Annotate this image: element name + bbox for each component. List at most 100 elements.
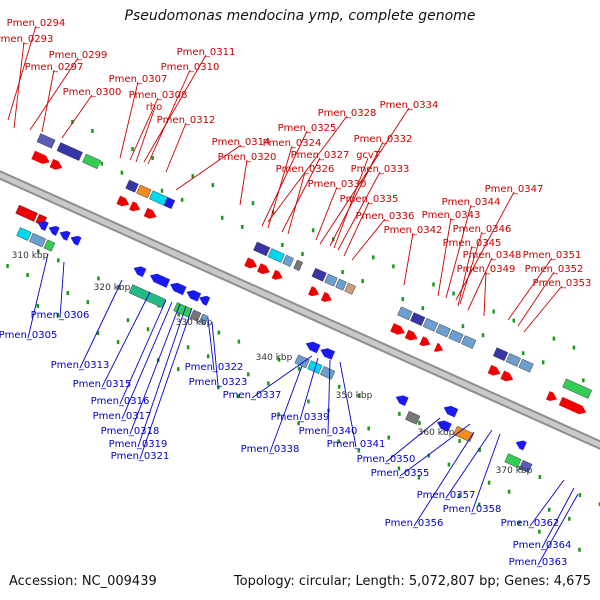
gene-label-reverse: Pmen_0305: [0, 330, 57, 341]
feature-marker: [131, 147, 134, 152]
feature-marker: [507, 489, 511, 494]
feature-marker: [120, 170, 124, 175]
feature-marker: [398, 411, 401, 416]
feature-marker: [91, 128, 94, 133]
gene-forward: [335, 278, 347, 291]
feature-marker: [71, 119, 74, 124]
feature-marker: [100, 161, 104, 166]
feature-marker: [582, 378, 585, 383]
feature-marker: [57, 258, 60, 263]
gene-label-reverse: Pmen_0323: [189, 377, 248, 388]
gene-label-forward: Pmen_0328: [318, 108, 377, 119]
gene-forward: [308, 286, 320, 297]
feature-marker: [552, 336, 556, 341]
feature-marker: [432, 282, 435, 287]
gene-forward: [271, 269, 283, 280]
feature-marker: [337, 439, 341, 444]
gene-label-forward: Pmen_0334: [380, 100, 439, 111]
gene-forward: [36, 133, 56, 149]
gene-label-forward: Pmen_0344: [442, 197, 501, 208]
scale-tick-label: 350 kbp: [336, 391, 373, 401]
gene-forward: [136, 184, 152, 199]
leader-line: [541, 487, 575, 549]
leader-line: [399, 423, 471, 477]
feature-marker: [311, 228, 315, 233]
leader-line: [315, 186, 338, 241]
feature-marker: [458, 438, 461, 443]
gene-label-reverse: Pmen_0317: [93, 411, 152, 422]
gene-label-reverse: Pmen_0313: [51, 360, 110, 371]
leader-line: [13, 41, 25, 129]
gene-forward: [125, 179, 139, 193]
gene-reverse: [443, 405, 459, 418]
gene-forward: [282, 254, 294, 267]
leader-line: [483, 271, 487, 317]
feature-marker: [281, 242, 284, 247]
feature-marker: [241, 224, 244, 229]
gene-label-reverse: Pmen_0357: [417, 490, 476, 501]
feature-marker: [477, 502, 481, 507]
gene-label-reverse: Pmen_0338: [241, 444, 300, 455]
feature-marker: [191, 174, 195, 179]
gene-reverse: [305, 341, 321, 354]
feature-marker: [56, 312, 60, 317]
leader-line: [445, 429, 493, 499]
feature-marker: [461, 324, 465, 329]
feature-marker: [358, 393, 361, 398]
gene-forward: [419, 336, 431, 347]
gene-label-forward: rho: [146, 102, 162, 113]
leader-line: [523, 285, 563, 333]
leader-line: [137, 305, 187, 448]
gene-reverse: [294, 354, 310, 369]
gene-label-forward: Pmen_0293: [0, 34, 53, 45]
gene-label-forward: Pmen_0343: [422, 210, 481, 221]
feature-marker: [512, 318, 516, 323]
gene-label-forward: Pmen_0311: [177, 47, 236, 58]
feature-marker: [478, 447, 481, 452]
gene-label-forward: Pmen_0349: [457, 264, 516, 275]
feature-marker: [277, 357, 281, 362]
scale-tick-label: 320 kbp: [94, 283, 131, 293]
feature-marker: [66, 291, 69, 296]
gene-label-forward: Pmen_0325: [278, 123, 337, 134]
feature-marker: [337, 384, 341, 389]
map-title: Pseudomonas mendocina ymp, complete geno…: [124, 8, 476, 24]
leader-line: [79, 279, 123, 369]
gene-label-reverse: Pmen_0318: [101, 426, 160, 437]
leader-line: [59, 261, 65, 319]
feature-marker: [547, 507, 551, 512]
gene-reverse: [59, 230, 71, 241]
leader-line: [517, 271, 555, 327]
gene-label-reverse: Pmen_0337: [223, 390, 282, 401]
leader-line: [281, 157, 321, 233]
leader-line: [329, 141, 384, 247]
feature-marker: [146, 327, 150, 332]
leader-line: [119, 299, 167, 405]
gene-reverse: [29, 232, 47, 248]
gene-label-reverse: Pmen_0362: [501, 518, 560, 529]
feature-marker: [307, 399, 310, 404]
gene-label-reverse: Pmen_0306: [31, 310, 90, 321]
gene-label-forward: Pmen_0320: [218, 152, 277, 163]
feature-marker: [301, 251, 304, 256]
leader-line: [403, 232, 414, 286]
leader-line: [413, 431, 475, 527]
feature-marker: [211, 183, 215, 188]
gene-reverse: [70, 235, 82, 246]
leader-line: [61, 94, 93, 139]
feature-marker: [151, 156, 154, 161]
gene-forward: [505, 353, 521, 367]
feature-marker: [387, 435, 390, 440]
leader-line: [471, 433, 501, 513]
gene-label-reverse: Pmen_0350: [357, 454, 416, 465]
feature-marker: [578, 547, 581, 552]
genome-summary-text: Topology: circular; Length: 5,072,807 bp…: [233, 574, 591, 589]
feature-marker: [541, 360, 545, 365]
leader-line: [27, 253, 49, 339]
feature-marker: [277, 412, 280, 417]
gene-label-forward: Pmen_0312: [157, 115, 216, 126]
feature-marker: [86, 300, 90, 305]
leader-line: [175, 144, 242, 191]
feature-marker: [457, 493, 461, 498]
